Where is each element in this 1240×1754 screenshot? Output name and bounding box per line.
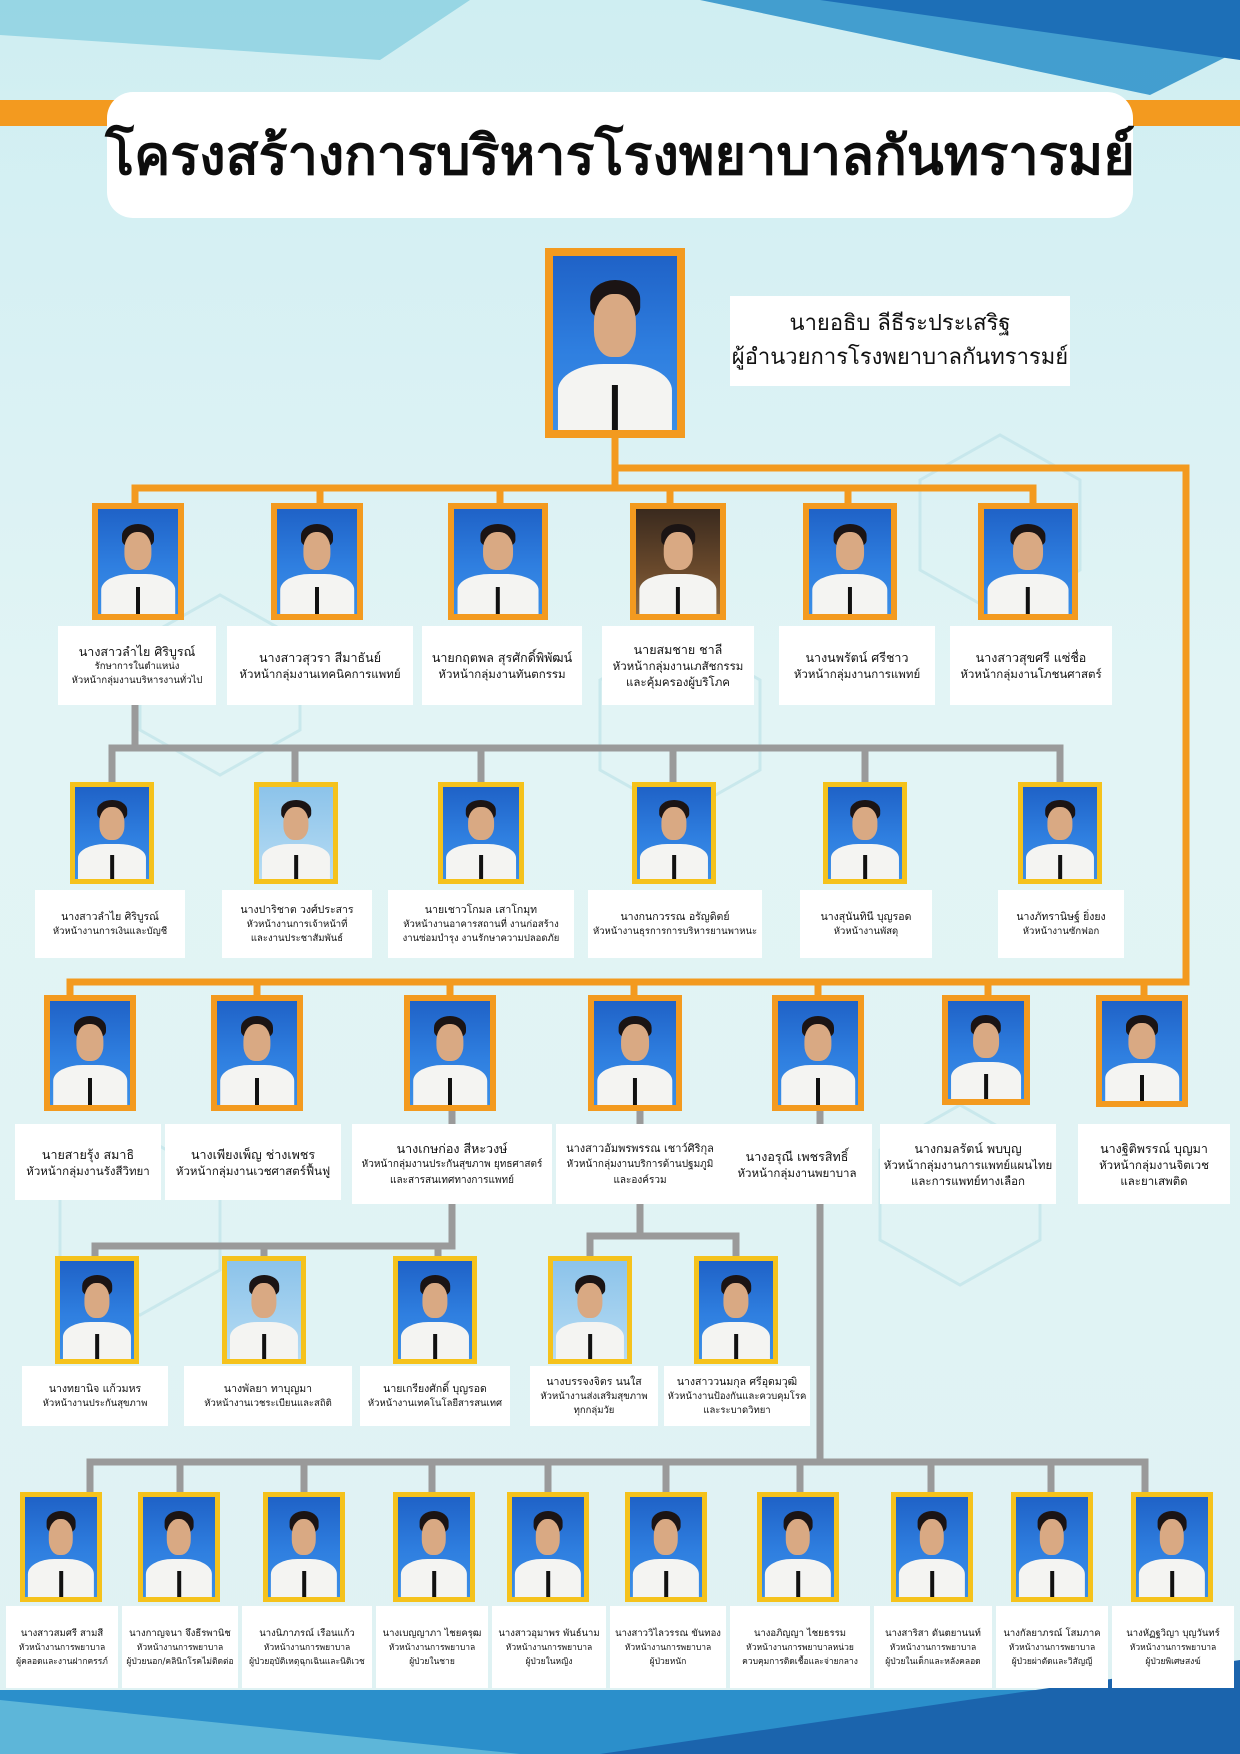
row4-label-2: นางพัลยา ทาบุญมา หัวหน้างานเวชระเบียนและ… (184, 1366, 352, 1426)
row2-label-2: นางปาริชาต วงศ์ประสาร หัวหน้างานการเจ้าห… (222, 890, 372, 958)
row5-label-2: นางกาญจนา จึงธีรพานิช หัวหน้างานการพยาบา… (122, 1606, 238, 1688)
row5-photo-5 (507, 1492, 589, 1602)
director-position: ผู้อำนวยการโรงพยาบาลกันทรารมย์ (731, 345, 1069, 370)
row3-label-1: นายสายรุ้ง สมาธิ หัวหน้ากลุ่มงานรังสีวิท… (15, 1124, 161, 1200)
row4-label-4: นางบรรจงจิตร นนใส หัวหน้างานส่งเสริมสุขภ… (530, 1366, 658, 1426)
row2-photo-4 (632, 782, 716, 884)
row4-label-3: นายเกรียงศักดิ์ บุญรอด หัวหน้างานเทคโนโล… (360, 1366, 510, 1426)
row2-label-4: นางกนกวรรณ อรัญดิตย์ หัวหน้างานธุรการการ… (588, 890, 762, 958)
row2-photo-2 (254, 782, 338, 884)
director-name: นายอธิบ ลีธีระประเสริฐ (789, 311, 1011, 336)
row5-photo-8 (891, 1492, 973, 1602)
row1-photo-2 (271, 503, 363, 620)
row3-photo-3 (404, 995, 496, 1111)
row4-photo-5 (694, 1256, 778, 1364)
row5-label-8: นางสาริสา ดันตยานนท์ หัวหน้างานการพยาบาล… (874, 1606, 992, 1688)
row3-photo-5 (772, 995, 864, 1111)
row3-label-4: นางสาวอัมพรพรรณ เชาว์ศิริกุล หัวหน้ากลุ่… (556, 1124, 724, 1204)
row3-photo-7 (1096, 995, 1188, 1107)
row1-label-6: นางสาวสุขศรี แซ่ชื่อ หัวหน้ากลุ่มงานโภชน… (950, 626, 1112, 705)
row2-photo-6 (1018, 782, 1102, 884)
page-title-box: โครงสร้างการบริหารโรงพยาบาลกันทรารมย์ (105, 92, 1135, 218)
row2-label-3: นายเชาวโกมล เสาโกมุท หัวหน้างานอาคารสถาน… (388, 890, 574, 958)
row2-photo-1 (70, 782, 154, 884)
row1-label-2: นางสาวสุวรา สีมาธันย์ หัวหน้ากลุ่มงานเทค… (227, 626, 413, 705)
row3-label-7: นางฐิติพรรณ์ บุญมา หัวหน้ากลุ่มงานจิตเวช… (1078, 1124, 1230, 1204)
row1-photo-3 (448, 503, 548, 620)
row1-photo-4 (630, 503, 726, 620)
row3-label-6: นางกมลรัตน์ พบบุญ หัวหน้ากลุ่มงานการแพทย… (880, 1124, 1056, 1204)
row4-label-1: นางทยานิจ แก้วมหร หัวหน้างานประกันสุขภาพ (22, 1366, 168, 1426)
row2-label-5: นางสุนันทินี บุญรอด หัวหน้างานพัสดุ (800, 890, 932, 958)
row2-label-6: นางภัทรานิษฐ์ ยิ่งยง หัวหน้างานซักฟอก (998, 890, 1124, 958)
row5-label-3: นางนิภาภรณ์ เรือนแก้ว หัวหน้างานการพยาบา… (242, 1606, 372, 1688)
row3-photo-2 (211, 995, 303, 1111)
director-photo (545, 248, 685, 438)
row4-photo-3 (393, 1256, 477, 1364)
director-label: นายอธิบ ลีธีระประเสริฐ ผู้อำนวยการโรงพยา… (730, 296, 1070, 386)
row5-photo-1 (20, 1492, 102, 1602)
row5-photo-6 (625, 1492, 707, 1602)
row5-label-4: นางเบญญาภา ไชยครุฒ หัวหน้างานการพยาบาล ผ… (376, 1606, 488, 1688)
row5-photo-7 (757, 1492, 839, 1602)
row5-photo-3 (263, 1492, 345, 1602)
row5-label-7: นางอภิญญา ไชยธรรม หัวหน้างานการพยาบาลหน่… (730, 1606, 870, 1688)
row5-label-1: นางสาวสมศรี สามสี หัวหน้างานการพยาบาล ผู… (6, 1606, 118, 1688)
row5-label-6: นางสาววิไลวรรณ ขันทอง หัวหน้างานการพยาบา… (610, 1606, 726, 1688)
row3-label-2: นางเพียงเพ็ญ ช่างเพชร หัวหน้ากลุ่มงานเวช… (165, 1124, 341, 1200)
row4-label-5: นางสาววนมกุล ศรีอุดมวุฒิ หัวหน้างานป้องก… (664, 1366, 810, 1426)
row5-photo-2 (138, 1492, 220, 1602)
row1-label-1: นางสาวลำไย ศิริบูรณ์ รักษาการในตำแหน่ง ห… (58, 626, 216, 705)
row5-photo-10 (1131, 1492, 1213, 1602)
row5-label-10: นางหัฏฐวิญา บุญวันทร์ หัวหน้างานการพยาบา… (1112, 1606, 1234, 1688)
row2-label-1: นางสาวลำไย ศิริบูรณ์ หัวหน้างานการเงินแล… (35, 890, 185, 958)
row1-photo-6 (978, 503, 1078, 620)
row3-photo-6 (942, 995, 1030, 1105)
row1-label-4: นายสมชาย ชาลี หัวหน้ากลุ่มงานเภสัชกรรม แ… (602, 626, 754, 705)
row4-photo-2 (222, 1256, 306, 1364)
row2-photo-3 (438, 782, 524, 884)
row1-photo-5 (803, 503, 897, 620)
row5-photo-9 (1011, 1492, 1093, 1602)
page-title: โครงสร้างการบริหารโรงพยาบาลกันทรารมย์ (105, 123, 1135, 187)
row3-label-5: นางอรุณี เพชรสิทธิ์ หัวหน้ากลุ่มงานพยาบา… (722, 1124, 872, 1204)
row5-label-5: นางสาวอุมาพร พันธ์นาม หัวหน้างานการพยาบา… (492, 1606, 606, 1688)
row3-label-3: นางเกษก่อง สีหะวงษ์ หัวหน้ากลุ่มงานประกั… (352, 1124, 552, 1204)
row1-label-3: นายกฤตพล สุรศักดิ์พิพัฒน์ หัวหน้ากลุ่มงา… (422, 626, 582, 705)
row5-label-9: นางกัลยาภรณ์ โสมภาค หัวหน้างานการพยาบาล … (996, 1606, 1108, 1688)
row1-label-5: นางนพรัตน์ ศรีชาว หัวหน้ากลุ่มงานการแพทย… (779, 626, 935, 705)
row2-photo-5 (823, 782, 907, 884)
row4-photo-4 (548, 1256, 632, 1364)
row4-photo-1 (55, 1256, 139, 1364)
row3-photo-4 (588, 995, 682, 1111)
row3-photo-1 (44, 995, 136, 1111)
row5-photo-4 (393, 1492, 475, 1602)
row1-photo-1 (92, 503, 184, 620)
